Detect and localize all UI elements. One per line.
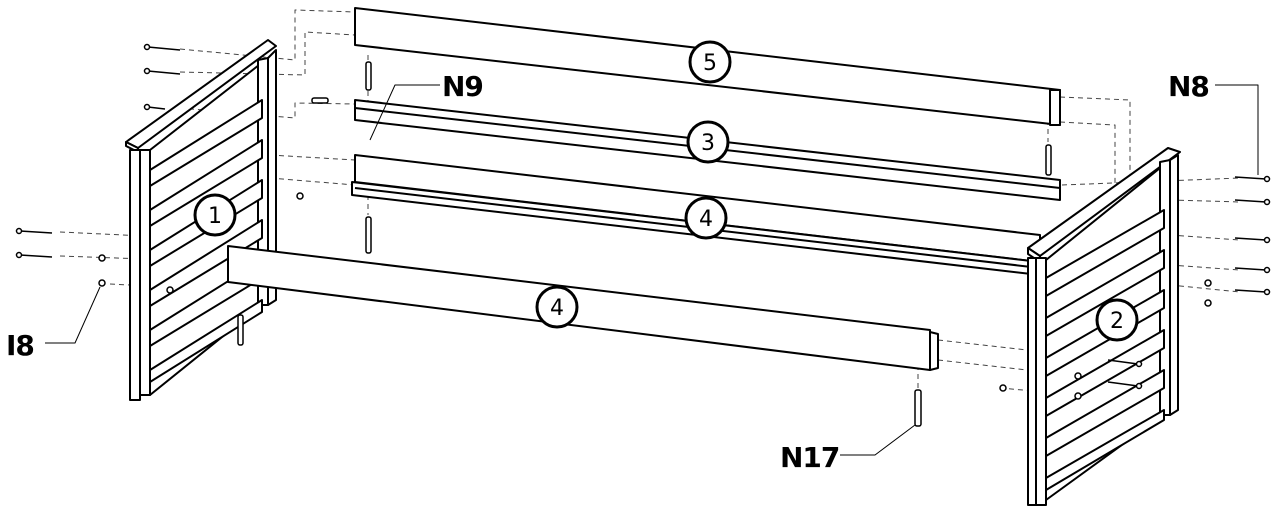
dowel-icon xyxy=(237,314,244,346)
part-callout-4-front: 4 xyxy=(535,285,579,329)
label-n8: N8 xyxy=(1168,70,1209,103)
bolt-icon xyxy=(143,43,181,51)
nut-icon xyxy=(1074,372,1082,380)
nut-icon xyxy=(1074,392,1082,400)
seat-rail-front xyxy=(227,245,939,371)
part-number-1: 1 xyxy=(208,204,222,229)
part-number-2: 2 xyxy=(1110,309,1124,334)
part-callout-4-back: 4 xyxy=(684,196,728,240)
dowel-icon xyxy=(365,61,372,91)
nut-icon xyxy=(999,384,1007,392)
part-number-3: 3 xyxy=(701,131,715,156)
bolt-icon xyxy=(1234,175,1271,183)
bolt-icon xyxy=(1234,236,1271,244)
nut-icon xyxy=(98,254,106,262)
bolts xyxy=(15,43,1271,390)
bolt-icon xyxy=(143,103,166,111)
part-number-4-front: 4 xyxy=(550,296,564,321)
bolt-icon xyxy=(15,227,53,235)
part-callout-1: 1 xyxy=(193,193,237,237)
dowel-icon xyxy=(1045,144,1052,176)
part-callout-3: 3 xyxy=(686,120,730,164)
nut-icon xyxy=(98,279,106,287)
bolt-icon xyxy=(15,251,53,259)
label-i8: I8 xyxy=(6,329,34,362)
part-callout-2: 2 xyxy=(1095,298,1139,342)
label-n9: N9 xyxy=(442,70,483,103)
label-n17: N17 xyxy=(780,441,839,474)
part-callouts: 5 3 4 1 4 2 xyxy=(193,40,1139,342)
dowels xyxy=(237,61,1052,427)
dowel-icon xyxy=(311,97,329,104)
bolt-icon xyxy=(1107,359,1143,368)
nut-icon xyxy=(1204,279,1212,287)
part-callout-5: 5 xyxy=(688,40,732,84)
bolt-icon xyxy=(1234,288,1271,296)
bolt-icon xyxy=(143,67,181,75)
part-number-5: 5 xyxy=(703,51,717,76)
bolt-icon xyxy=(1234,266,1271,274)
part-number-4-back: 4 xyxy=(699,207,713,232)
dowel-icon xyxy=(914,389,922,427)
nuts xyxy=(98,192,1212,400)
nut-icon xyxy=(296,192,304,200)
dowel-icon xyxy=(365,216,372,254)
bolt-icon xyxy=(1234,198,1271,206)
hardware-labels: N9 N8 I8 N17 xyxy=(6,70,1210,474)
nut-icon xyxy=(166,286,174,294)
bolt-icon xyxy=(1107,381,1143,390)
nut-icon xyxy=(1204,299,1212,307)
callout-leaders xyxy=(45,84,1259,456)
